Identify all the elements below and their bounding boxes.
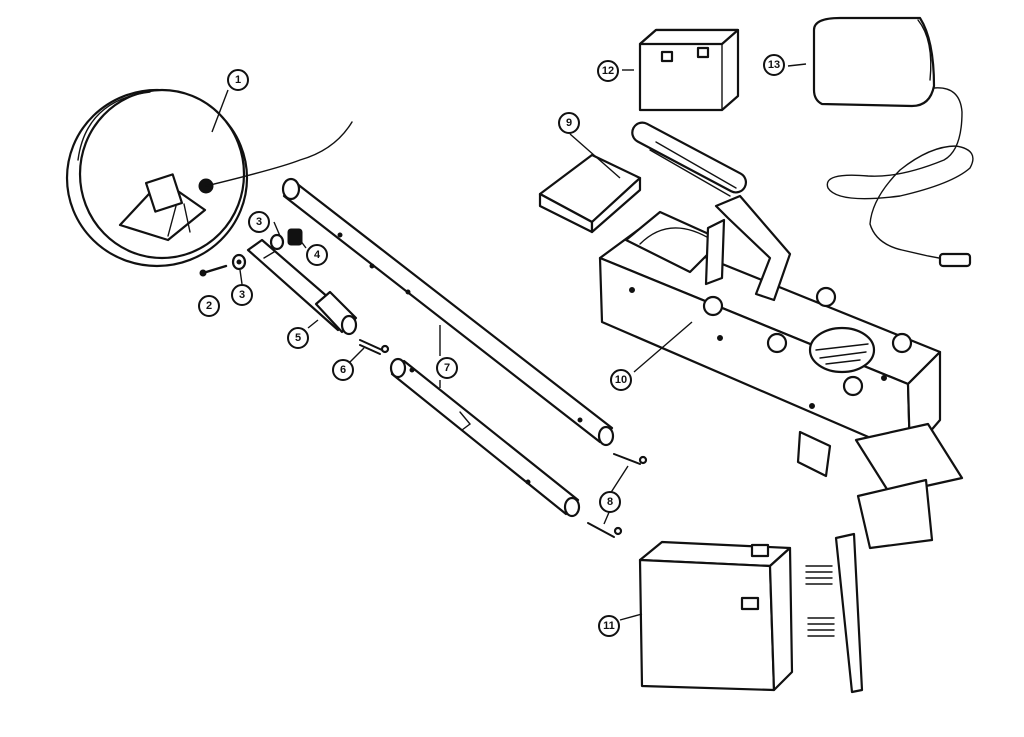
callout-11-label: 11 [603,620,615,632]
callout-13: 13 [763,54,785,76]
callout-8-label: 8 [607,496,613,508]
callout-3a: 3 [248,211,270,233]
callout-3b: 3 [231,284,253,306]
callout-3a-label: 3 [256,216,262,228]
callout-4: 4 [306,244,328,266]
callout-8: 8 [599,491,621,513]
callout-13-label: 13 [768,59,780,71]
callout-6: 6 [332,359,354,381]
callout-12: 12 [597,60,619,82]
callout-12-label: 12 [602,65,614,77]
callout-3b-label: 3 [239,289,245,301]
callout-7-label: 7 [444,362,450,374]
spring-clip-part [359,339,390,355]
upper-shaft-part [281,177,615,447]
callout-5-label: 5 [295,332,301,344]
washer-part [231,233,285,271]
callout-9-label: 9 [566,117,572,129]
lower-stem-part [246,238,358,336]
battery-part [638,28,740,112]
battery-cover-part [538,153,642,234]
callout-10-label: 10 [615,374,627,386]
callout-2: 2 [198,295,220,317]
battery-pack-part [638,532,864,694]
callout-2-label: 2 [206,300,212,312]
callout-9: 9 [558,112,580,134]
callout-6-label: 6 [340,364,346,376]
callout-10: 10 [610,369,632,391]
search-coil-part [65,88,353,268]
callout-1: 1 [227,69,249,91]
callout-4-label: 4 [314,249,321,261]
callout-5: 5 [287,327,309,349]
ac-adapter-part [812,16,974,268]
screw-part [199,264,228,277]
control-box-part [598,121,964,550]
knob-part [287,228,303,246]
callout-11: 11 [598,615,620,637]
callout-7: 7 [436,357,458,379]
callout-1-label: 1 [235,74,241,86]
lower-shaft-part [389,357,581,518]
shaft-pin-part [587,453,648,538]
